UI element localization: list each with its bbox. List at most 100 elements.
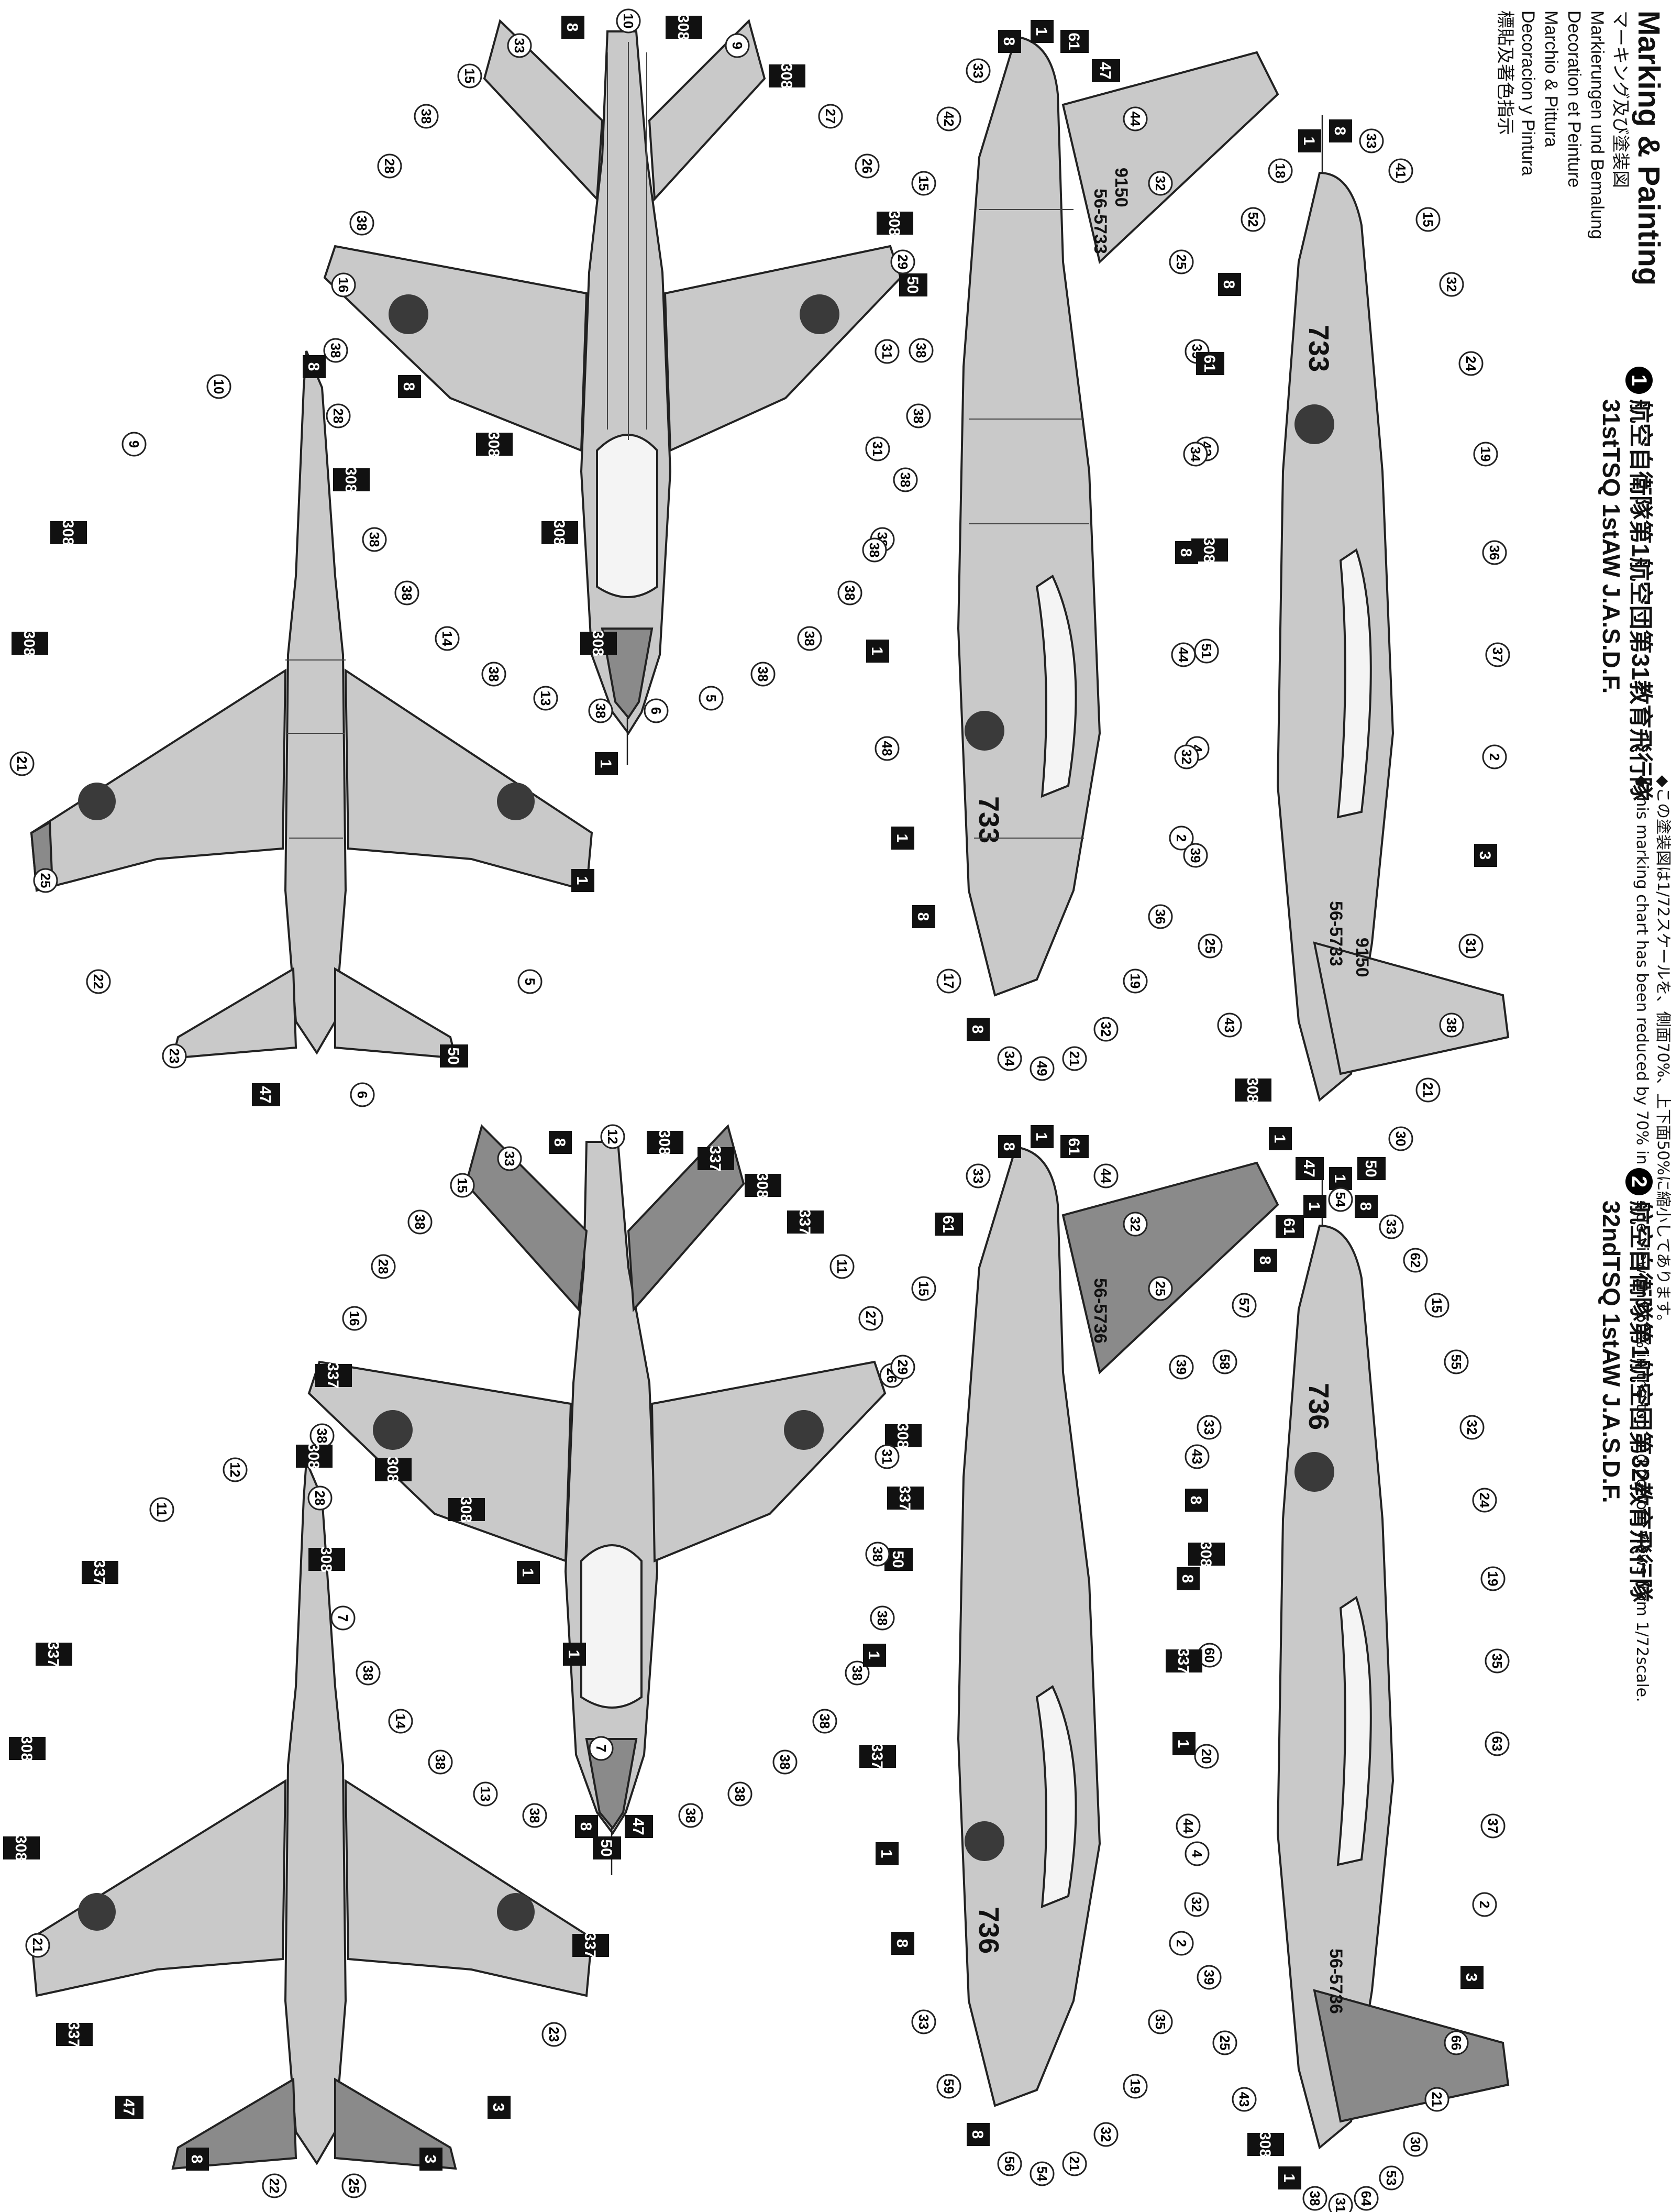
top2-callout-16: 38	[678, 1803, 703, 1828]
svg-text:308: 308	[485, 431, 502, 457]
svg-text:38: 38	[367, 532, 382, 547]
svg-text:25: 25	[1174, 255, 1189, 270]
svg-text:308: 308	[305, 1443, 322, 1469]
side2-right-callout-35: 8	[1254, 1249, 1277, 1272]
svg-text:48: 48	[879, 741, 895, 756]
svg-text:32: 32	[1098, 2127, 1114, 2142]
svg-text:38: 38	[867, 543, 882, 558]
svg-text:38: 38	[399, 586, 415, 601]
svg-text:52: 52	[1245, 212, 1261, 227]
side1-right-callout-23: 32	[1174, 744, 1199, 769]
top2-callout-0: 12	[600, 1124, 625, 1149]
svg-text:15: 15	[455, 1178, 470, 1193]
side2-right-callout-1: 8	[1355, 1195, 1378, 1218]
top2-callout-13: 38	[812, 1709, 837, 1734]
bottom1-callout-14: 21	[9, 751, 35, 776]
svg-text:337: 337	[45, 1641, 62, 1667]
top1-callout-2: 9	[725, 33, 750, 58]
side1-left-callout-2: 47	[1092, 59, 1120, 82]
side2-left-callout-3: 32	[1123, 1212, 1148, 1237]
side1-right-callout-13: 21	[1415, 1077, 1441, 1103]
svg-text:8: 8	[914, 912, 932, 921]
svg-text:43: 43	[1222, 1018, 1237, 1033]
svg-text:3: 3	[422, 2155, 439, 2164]
svg-text:58: 58	[1217, 1355, 1233, 1370]
side1-right-callout-19: 308	[1235, 1077, 1271, 1103]
svg-text:33: 33	[1364, 134, 1379, 149]
side2-right-callout-15: 21	[1424, 2087, 1449, 2112]
svg-text:1: 1	[565, 1650, 582, 1659]
top2-callout-20: 13	[473, 1781, 498, 1807]
svg-text:308: 308	[589, 630, 606, 656]
top2-callout-33: 33	[497, 1146, 522, 1171]
bottom1-callout-18: 10	[206, 374, 231, 399]
top2-callout-29: 16	[342, 1306, 367, 1331]
top1-callout-15: 5	[699, 686, 724, 711]
side2-left-callout-19: 59	[936, 2074, 961, 2099]
svg-text:33: 33	[970, 1169, 986, 1184]
side2-right-callout-16: 30	[1403, 2132, 1428, 2157]
svg-text:8: 8	[893, 1939, 911, 1948]
s1-bot-fuselage	[284, 350, 347, 1055]
side2-left-callout-26: 31	[875, 1444, 900, 1469]
side2-left-callout-17: 56	[997, 2151, 1022, 2176]
svg-text:38: 38	[870, 1547, 886, 1562]
svg-text:3: 3	[490, 2103, 507, 2112]
top2-callout-2: 337	[698, 1146, 734, 1172]
svg-text:51: 51	[1199, 644, 1214, 659]
svg-text:25: 25	[1153, 1281, 1168, 1296]
bottom2-callout-6: 50	[593, 1836, 621, 1859]
svg-text:13: 13	[538, 691, 554, 706]
top2-callout-23: 38	[356, 1660, 381, 1686]
svg-text:33: 33	[970, 63, 986, 79]
side1-right-callout-9: 2	[1482, 744, 1507, 769]
s1-rside-canopy	[1336, 548, 1372, 819]
s1-bot-hinomaru-right	[497, 783, 535, 820]
side2-right-callout-12: 2	[1472, 1892, 1497, 1917]
bottom2-callout-10: 3	[419, 2148, 442, 2171]
svg-text:21: 21	[30, 1938, 46, 1953]
bottom1-callout-1: 8	[398, 375, 421, 398]
bottom1-callout-12: 22	[86, 969, 111, 994]
svg-text:7: 7	[593, 1745, 609, 1752]
svg-text:21: 21	[1067, 2156, 1082, 2172]
top2-callout-12: 38	[845, 1660, 870, 1686]
top1-callout-10: 38	[893, 467, 918, 492]
svg-text:38: 38	[433, 1755, 448, 1770]
s1-lside-fin	[1061, 51, 1279, 264]
side1-left-callout-4: 32	[1148, 171, 1173, 196]
svg-text:14: 14	[393, 1714, 408, 1729]
bottom2-callout-0: 308	[296, 1443, 333, 1469]
svg-text:1: 1	[878, 1850, 895, 1858]
bottom1-callout-0: 8	[303, 355, 326, 378]
side1-right-callout-3: 15	[1415, 207, 1441, 232]
top1-callout-1: 308	[666, 14, 702, 40]
side1-right-callout-6: 19	[1473, 442, 1498, 467]
side1-left-callout-9: 51	[1194, 639, 1219, 664]
top1-callout-16: 6	[644, 698, 669, 723]
s2-lside-fin	[1061, 1161, 1279, 1374]
side2-left-callout-7: 308	[1188, 1541, 1225, 1567]
s2-lside-tail-code: 736	[973, 1907, 1004, 1954]
svg-text:25: 25	[1217, 2035, 1233, 2051]
svg-text:308: 308	[384, 1457, 401, 1483]
side1-left-callout-29: 42	[936, 106, 961, 131]
side2-left-callout-0: 1	[1031, 1125, 1054, 1148]
svg-text:38: 38	[849, 1666, 865, 1681]
top1-callout-13: 38	[797, 626, 822, 651]
side2-right-callout-29: 337	[1166, 1648, 1202, 1674]
s1-top-wing-right	[663, 245, 902, 453]
svg-text:12: 12	[605, 1129, 621, 1144]
side1-right-callout-4: 32	[1439, 272, 1464, 297]
svg-text:8: 8	[1256, 1256, 1274, 1265]
svg-text:33: 33	[1384, 1219, 1399, 1235]
svg-text:1: 1	[1305, 1202, 1323, 1211]
side2-left-callout-20: 33	[911, 2009, 936, 2034]
svg-text:25: 25	[1202, 939, 1218, 954]
side1-left-callout-24: 38	[862, 537, 887, 563]
bottom1-callout-16: 308	[50, 520, 87, 546]
svg-text:2: 2	[1477, 1901, 1492, 1908]
